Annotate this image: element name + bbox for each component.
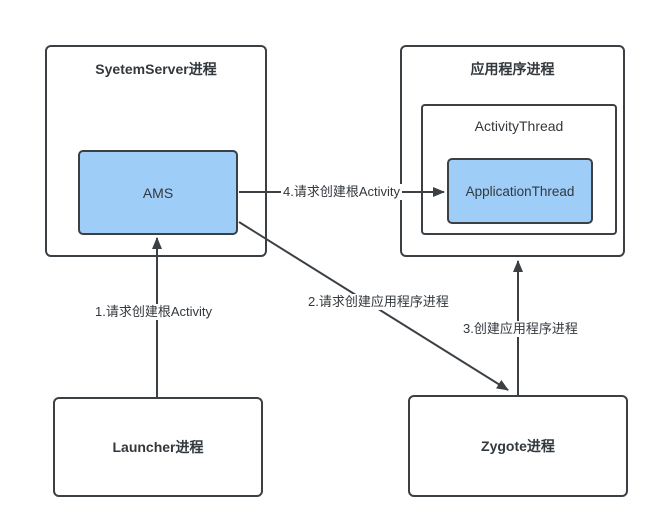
arrow-label-2: 2.请求创建应用程序进程 <box>306 294 451 310</box>
systemserver-process-title: SyetemServer进程 <box>95 61 217 77</box>
ams-label: AMS <box>142 184 174 201</box>
launcher-process-label: Launcher进程 <box>112 439 204 455</box>
activitythread-title: ActivityThread <box>474 118 564 134</box>
applicationthread-box: ApplicationThread <box>447 158 593 224</box>
zygote-process-box: Zygote进程 <box>408 395 628 497</box>
arrow-label-3: 3.创建应用程序进程 <box>461 321 580 337</box>
applicationthread-label: ApplicationThread <box>465 183 575 199</box>
arrow-label-4: 4.请求创建根Activity <box>281 184 403 200</box>
launcher-process-box: Launcher进程 <box>53 397 263 497</box>
zygote-process-label: Zygote进程 <box>481 438 555 454</box>
arrow-label-1: 1.请求创建根Activity <box>93 304 215 320</box>
ams-box: AMS <box>78 150 238 235</box>
app-process-title: 应用程序进程 <box>470 61 555 77</box>
